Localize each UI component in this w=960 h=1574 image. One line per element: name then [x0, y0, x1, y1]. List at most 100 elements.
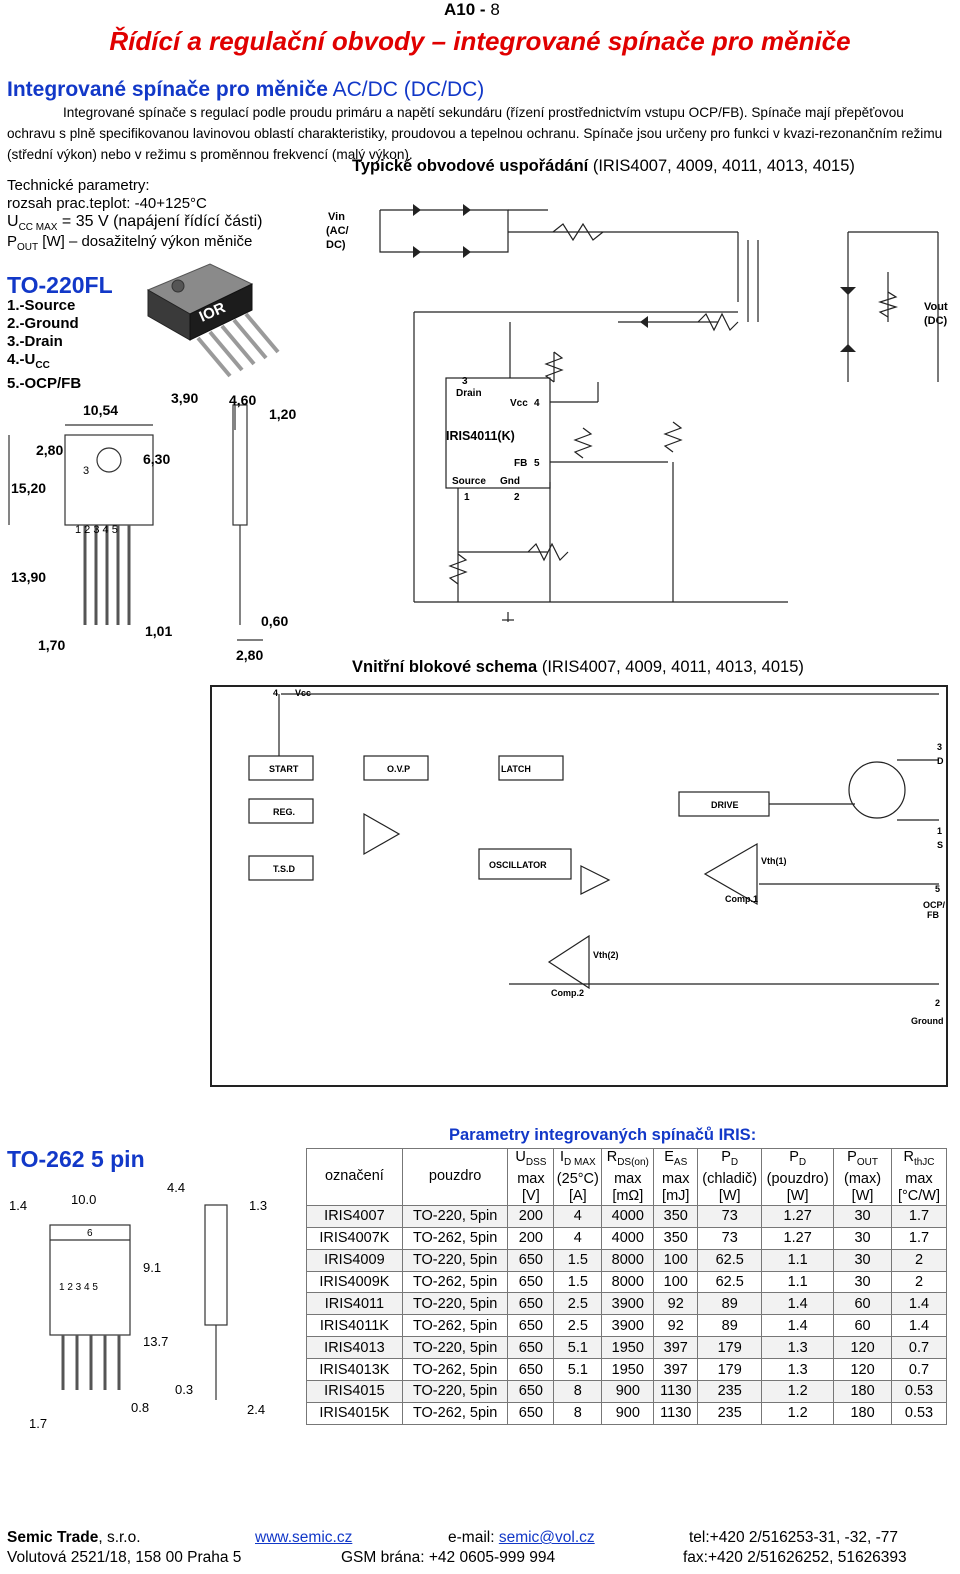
- chip-fb: FB: [514, 458, 527, 469]
- tech-temp-label: rozsah prac.teplot:: [7, 195, 131, 212]
- dim-1-70: 1,70: [38, 637, 65, 653]
- table-cell: IRIS4009: [306, 1248, 403, 1272]
- section-title-rest: AC/DC (DC/DC): [332, 78, 485, 101]
- table-cell: 2: [890, 1248, 948, 1272]
- chip-source: Source: [452, 476, 486, 487]
- intro-paragraph: Integrované spínače s regulací podle pro…: [7, 105, 943, 162]
- block-pin2: 2: [935, 998, 940, 1008]
- header-subscript: thJC: [913, 1156, 935, 1168]
- block-pin4: 4: [273, 688, 278, 698]
- to262-dim-13-7: 13.7: [143, 1334, 168, 1349]
- table-cell: 1.4: [890, 1292, 948, 1316]
- block-diagram-title: Vnitřní blokové schema (IRIS4007, 4009, …: [352, 658, 804, 677]
- table-cell: 200: [507, 1204, 555, 1228]
- to262-dim-1-4: 1.4: [9, 1198, 27, 1213]
- header-symbol: U: [515, 1149, 526, 1165]
- comp1-label: Comp.1: [725, 894, 758, 904]
- header-line-2: (max): [844, 1170, 882, 1187]
- table-cell: 62.5: [697, 1248, 763, 1272]
- chip-drain: Drain: [456, 388, 482, 399]
- dim-4-60: 4,60: [229, 392, 256, 408]
- table-cell: 350: [653, 1204, 699, 1228]
- header-line-1: RthJC: [894, 1149, 944, 1171]
- header-line-1: RDS(on): [604, 1149, 651, 1171]
- dim-1-20: 1,20: [269, 406, 296, 422]
- header-subscript: DSS: [525, 1156, 547, 1168]
- table-cell: 397: [653, 1358, 699, 1382]
- header-line-2: pouzdro: [428, 1168, 482, 1185]
- vout-label-2: (DC): [924, 315, 948, 327]
- table-cell: 30: [833, 1270, 892, 1294]
- vin-label-2: (AC/: [326, 225, 349, 237]
- header-subscript: D: [798, 1156, 807, 1168]
- table-cell: 1950: [601, 1358, 655, 1382]
- to262-dimension-drawing: 1.4 10.0 4.4 1.3 9.1 13.7 0.3 0.8 2.4 1.…: [9, 1180, 267, 1430]
- header-line-2: (chladič): [702, 1170, 758, 1187]
- table-cell: 1.27: [761, 1204, 835, 1228]
- dim-6-30: 6,30: [143, 451, 170, 467]
- header-line-1: PD: [700, 1149, 759, 1171]
- header-symbol: R: [606, 1149, 618, 1165]
- table-cell: IRIS4011: [306, 1292, 403, 1316]
- header-line-3: [mΩ]: [612, 1187, 644, 1204]
- block-start: START: [269, 764, 299, 774]
- params-header-cell: ID MAX(25°C)[A]: [553, 1148, 603, 1206]
- header-symbol: P: [721, 1149, 731, 1165]
- header-line-1: [309, 1151, 400, 1168]
- table-cell: TO-220, 5pin: [401, 1380, 509, 1403]
- table-cell: 0.7: [890, 1336, 948, 1360]
- internal-block-diagram: START O.V.P LATCH REG. DRIVE T.S.D OSCIL…: [210, 685, 948, 1087]
- tech-pout: POUT [W] – dosažitelný výkon měniče: [7, 233, 252, 253]
- dim-2-80b: 2,80: [236, 647, 263, 663]
- header-line-3: [W]: [786, 1187, 809, 1204]
- footer-email-label: e-mail:: [448, 1529, 495, 1546]
- table-cell: IRIS4013K: [306, 1358, 403, 1382]
- circuit-title: Typické obvodové uspořádání (IRIS4007, 4…: [352, 157, 855, 176]
- block-pin3: 3: [937, 742, 942, 752]
- table-cell: TO-220, 5pin: [401, 1248, 509, 1272]
- header-subscript: DS(on): [617, 1156, 649, 1168]
- block-ovp: O.V.P: [387, 764, 410, 774]
- table-cell: 8: [553, 1401, 603, 1425]
- table-cell: 650: [507, 1292, 555, 1316]
- to220-pin-marks: 1 2 3 4 5: [75, 524, 118, 536]
- page-title: Řídící a regulační obvody – integrované …: [109, 26, 851, 56]
- table-cell: 0.53: [890, 1380, 948, 1403]
- footer-website-link[interactable]: www.semic.cz: [255, 1529, 353, 1546]
- dim-0-60: 0,60: [261, 613, 288, 629]
- header-line-3: [405, 1185, 506, 1202]
- table-cell: 235: [697, 1401, 763, 1425]
- table-cell: 1.4: [890, 1314, 948, 1338]
- params-header-cell: POUT(max)[W]: [833, 1148, 892, 1206]
- table-cell: 1.5: [553, 1248, 603, 1272]
- header-line-1: EAS: [656, 1149, 695, 1171]
- dim-2-80: 2,80: [36, 442, 63, 458]
- to262-dim-2-4: 2.4: [247, 1402, 265, 1417]
- header-line-3: [W]: [851, 1187, 874, 1204]
- header-line-2: max: [662, 1170, 690, 1187]
- table-cell: 1.7: [890, 1204, 948, 1228]
- footer-email-link[interactable]: semic@vol.cz: [498, 1529, 595, 1546]
- table-cell: 120: [833, 1358, 892, 1382]
- header-line-2: (25°C): [556, 1170, 599, 1187]
- footer-fax: fax:+420 2/51626252, 51626393: [683, 1549, 907, 1566]
- pin-1: 1.-Source: [7, 297, 76, 314]
- block-title-rest: (IRIS4007, 4009, 4011, 4013, 4015): [541, 658, 804, 676]
- comp2-label: Comp.2: [551, 988, 584, 998]
- header-line-2: max: [905, 1170, 933, 1187]
- block-drive: DRIVE: [711, 800, 739, 810]
- chip-vcc: Vcc: [510, 398, 528, 409]
- footer-tel: tel:+420 2/516253-31, -32, -77: [689, 1529, 898, 1546]
- to262-dim-9-1: 9.1: [143, 1260, 161, 1275]
- to220-package-photo: IOR: [146, 263, 280, 378]
- table-cell: 89: [697, 1314, 763, 1338]
- table-cell: 4: [553, 1204, 603, 1228]
- table-cell: 650: [507, 1336, 555, 1360]
- table-cell: 1.2: [761, 1380, 835, 1403]
